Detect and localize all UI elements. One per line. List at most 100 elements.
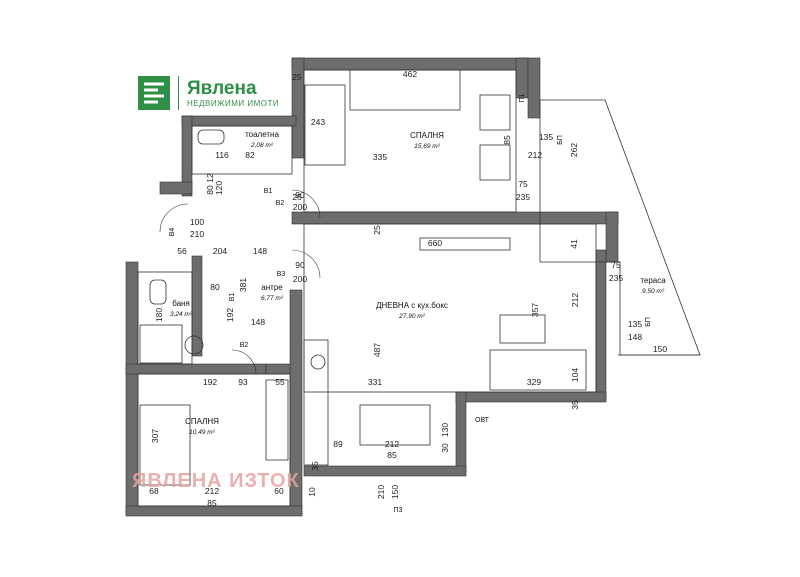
wall	[605, 211, 619, 263]
wardrobe-2	[265, 379, 289, 461]
dimension-label: 148	[251, 317, 265, 327]
dimension-label: 90	[295, 260, 305, 270]
element-tag: В1	[264, 188, 273, 195]
living-outline	[303, 223, 597, 393]
dimension-label: 25	[292, 72, 302, 82]
room-name-toilet: тоалетна	[245, 130, 279, 139]
dimension-label: 85	[387, 450, 397, 460]
dimension-label: 148	[253, 246, 267, 256]
dimension-label: 85	[502, 135, 512, 145]
bedroom-1-outline	[303, 69, 517, 213]
dimension-label: 93	[238, 377, 248, 387]
dimension-label: 381	[238, 278, 248, 292]
logo-separator	[178, 76, 179, 110]
wall	[159, 181, 193, 195]
dimension-label: 150	[653, 344, 667, 354]
element-tag: БП	[557, 135, 564, 145]
door-b2	[231, 349, 257, 375]
dining-table	[359, 404, 431, 446]
dimension-label: 35	[310, 461, 320, 471]
logo-text: Явлена НЕДВИЖИМИ ИМОТИ	[187, 77, 279, 108]
dimension-label: 116	[215, 150, 229, 160]
bed-2	[139, 404, 191, 486]
bed-1	[304, 84, 346, 166]
room-name-bedroom-2: СПАЛНЯ	[185, 417, 219, 426]
room-name-hall: антре	[261, 283, 283, 292]
dimension-label: 80	[205, 185, 215, 195]
dimension-label: 212	[570, 293, 580, 307]
wall	[527, 57, 541, 119]
dimension-label: 150	[390, 485, 400, 499]
dimension-label: 82	[245, 150, 255, 160]
brand-logo: Явлена НЕДВИЖИМИ ИМОТИ	[138, 76, 279, 110]
room-name-terrace: тераса	[640, 276, 666, 285]
room-area-bathroom: 3,24 m²	[170, 311, 193, 318]
walls	[125, 57, 619, 517]
sofa	[489, 349, 587, 391]
coffee-table	[499, 314, 546, 344]
dimension-label: 56	[177, 246, 187, 256]
kitchen-counter	[303, 339, 329, 466]
dimension-label: 68	[149, 486, 159, 496]
door-b3	[291, 249, 321, 279]
outlines	[137, 69, 701, 507]
logo-mark-icon	[138, 76, 170, 110]
dimension-label: 235	[516, 192, 530, 202]
dimension-label: 25	[292, 192, 302, 202]
room-area-terrace: 9,50 m²	[642, 288, 665, 295]
wc	[149, 279, 167, 305]
room-name-bathroom: баня	[172, 299, 190, 308]
dimension-label: 235	[609, 273, 623, 283]
washbasin	[184, 335, 204, 355]
dimension-label: 12	[205, 173, 215, 183]
dimension-label: 55	[275, 377, 285, 387]
dimension-label: 212	[528, 150, 542, 160]
dimension-label: 243	[311, 117, 325, 127]
dimension-label: 135	[628, 319, 642, 329]
wall	[181, 115, 297, 127]
dimension-label: 192	[225, 308, 235, 322]
door-swings	[159, 189, 321, 375]
dimension-label: 660	[428, 238, 442, 248]
dimension-label: 135	[539, 132, 553, 142]
dimension-label: 80	[210, 282, 220, 292]
dimension-label: 331	[368, 377, 382, 387]
dimension-label: 212	[385, 439, 399, 449]
room-name-living: ДНЕВНА с кух.бокс	[376, 301, 448, 310]
wall	[595, 249, 607, 401]
dimension-label: 104	[570, 368, 580, 382]
dimension-label: 120	[214, 181, 224, 195]
wall	[291, 211, 619, 225]
wardrobe-1	[349, 69, 461, 111]
room-area-hall: 6,77 m²	[261, 295, 284, 302]
dimension-label: 41	[569, 239, 579, 249]
wall	[455, 391, 467, 473]
terrace-outline	[539, 99, 701, 356]
dimension-label: 85	[207, 498, 217, 508]
wall	[125, 363, 267, 375]
brand-name: Явлена	[187, 77, 257, 99]
desk-1	[479, 94, 511, 131]
wall	[455, 391, 607, 403]
dimension-label: 200	[293, 274, 307, 284]
dimension-label: 307	[150, 429, 160, 443]
dimension-label: 89	[333, 439, 343, 449]
bathroom-outline	[137, 271, 193, 365]
element-tag: В4	[169, 228, 176, 237]
dimension-label: 130	[440, 423, 450, 437]
element-tag: ОВТ	[475, 417, 490, 424]
sink	[310, 354, 326, 370]
dimension-label: 204	[213, 246, 227, 256]
room-area-toilet: 2,08 m²	[250, 142, 274, 149]
dimension-label: 487	[372, 343, 382, 357]
room-area-bedroom-2: 10,49 m²	[189, 429, 215, 436]
toilet-wc	[197, 129, 225, 145]
dimension-label: 335	[373, 152, 387, 162]
dimension-label: 210	[190, 229, 204, 239]
dimension-label: 148	[628, 332, 642, 342]
dimension-label: 262	[569, 143, 579, 157]
watermark: ЯВЛЕНА ИЗТОК	[132, 470, 300, 492]
